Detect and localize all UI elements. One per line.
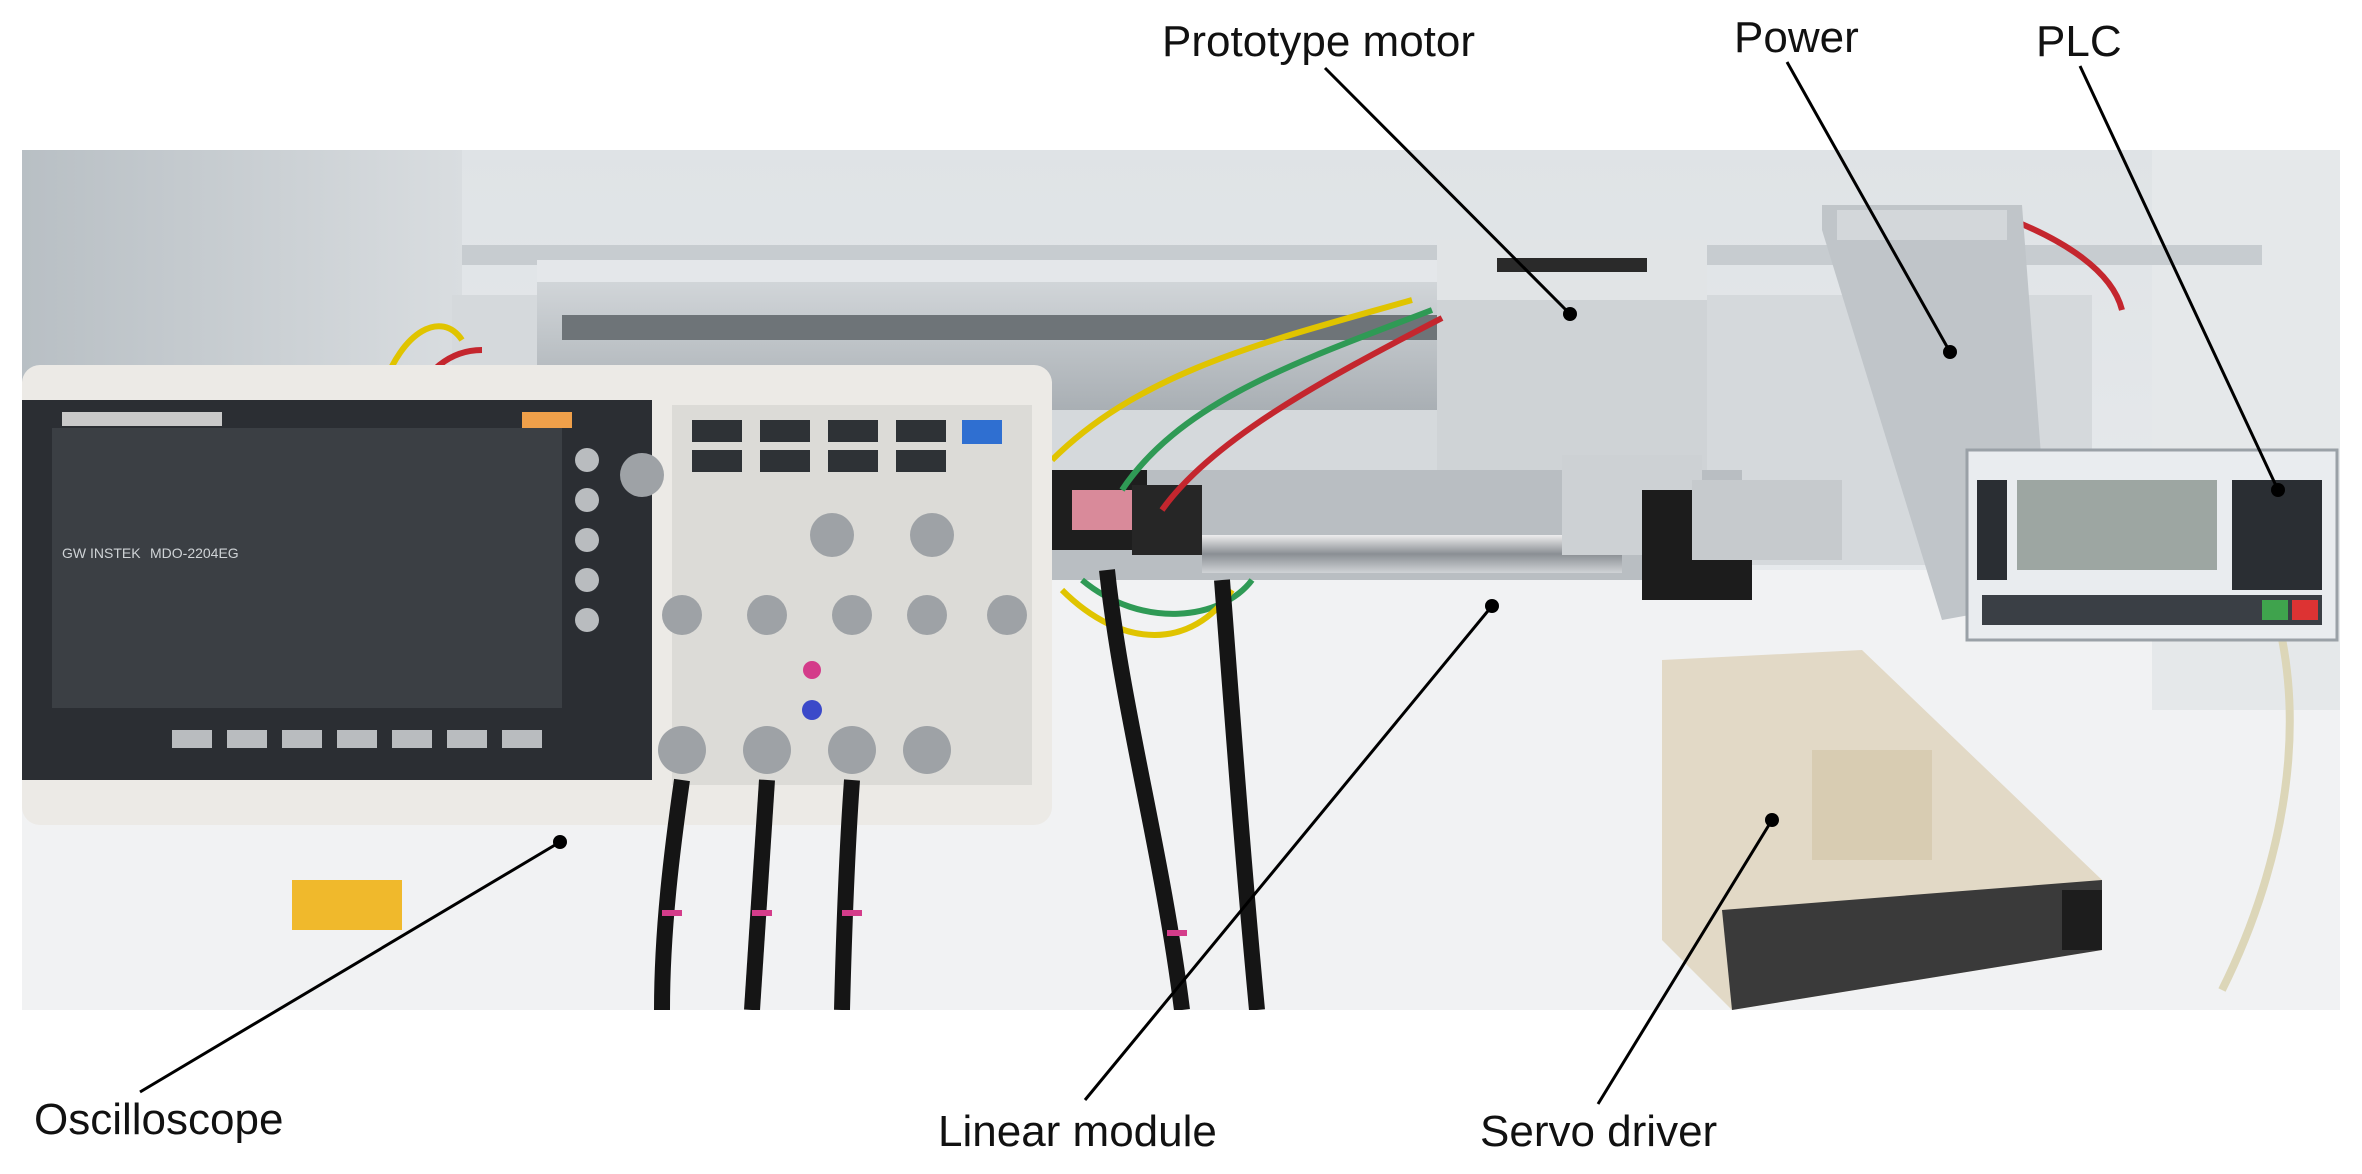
label-oscilloscope: Oscilloscope	[34, 1095, 284, 1144]
scope-brand-text: GW INSTEK	[62, 545, 141, 561]
oscilloscope	[22, 365, 1052, 825]
test-bench-photo	[22, 150, 2340, 1010]
label-servo-driver: Servo driver	[1480, 1107, 1718, 1156]
plc-unit	[1965, 448, 2339, 642]
label-plc: PLC	[2036, 17, 2122, 66]
scope-model-text: MDO-2204EG	[150, 545, 239, 561]
prototype-motor	[1437, 240, 1707, 470]
label-power: Power	[1734, 13, 1859, 62]
label-prototype-motor: Prototype motor	[1162, 17, 1476, 66]
yellow-tag	[292, 880, 402, 930]
label-linear-module: Linear module	[938, 1107, 1217, 1156]
